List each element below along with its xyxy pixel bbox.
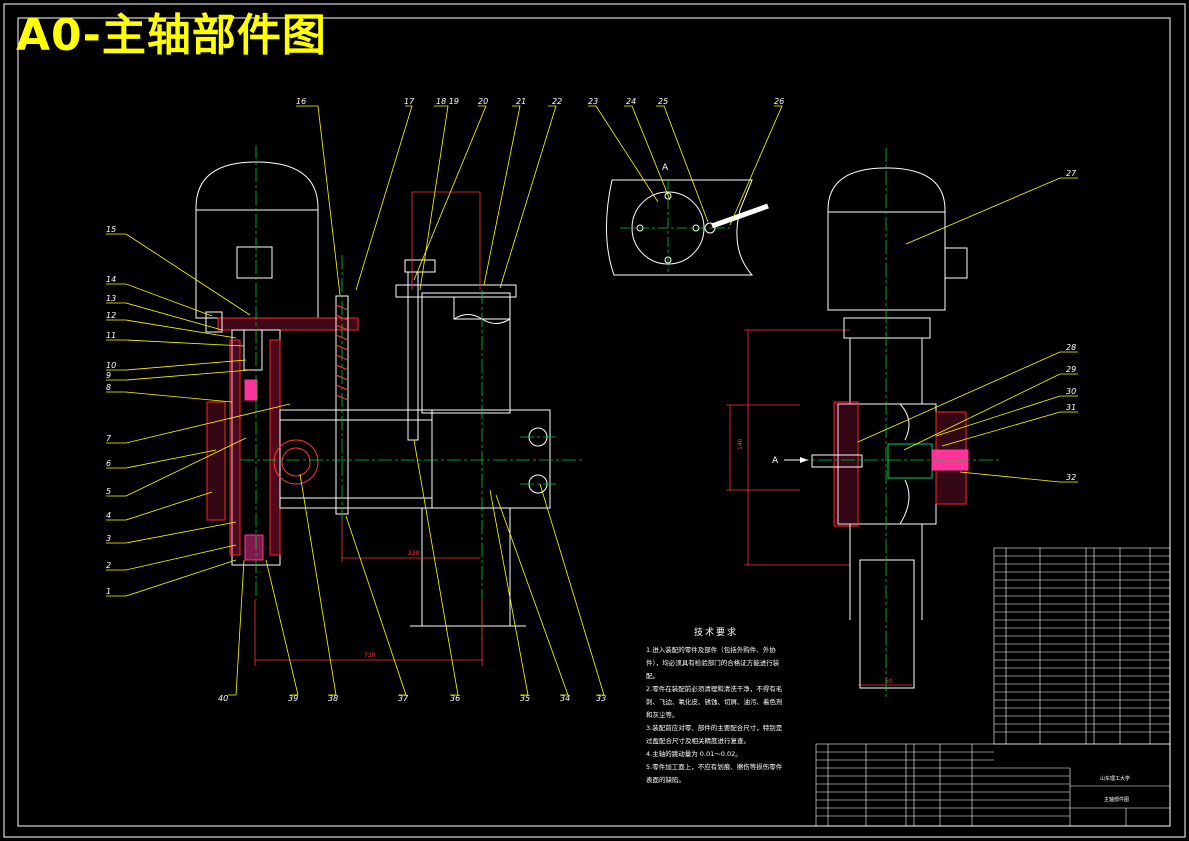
callout-35: 35 [520, 694, 530, 703]
svg-text:60: 60 [885, 678, 893, 685]
tech-req-line: 3.装配前应对零、部件的主要配合尺寸，特别是过盈配合尺寸及相关精度进行复查。 [646, 724, 783, 745]
technical-requirements: 技术要求 1.进入装配的零件及部件（包括外购件、外协件），均必须具有检验部门的合… [646, 625, 786, 787]
callout-11: 11 [106, 331, 116, 340]
callout-16: 16 [296, 97, 306, 106]
callout-32: 32 [1066, 473, 1076, 482]
callouts-top: 16 17 18 19 20 21 22 23 24 25 26 [296, 97, 784, 106]
callout-6: 6 [106, 459, 111, 468]
tech-req-line: 1.进入装配的零件及部件（包括外购件、外协件），均必须具有检验部门的合格证方能进… [646, 646, 780, 680]
title-block-drawing-name: 主轴部件图 [1104, 796, 1129, 803]
callout-34: 34 [560, 694, 570, 703]
outer-border [3, 3, 1186, 838]
callout-39: 39 [288, 694, 298, 703]
callout-38: 38 [328, 694, 338, 703]
callout-40: 40 [218, 694, 228, 703]
tech-req-line: 2.零件在装配前必须清理和清洗干净，不得有毛刺、飞边、氧化皮、锈蚀、切屑、油污、… [646, 685, 783, 719]
callouts-left: 15 14 13 12 11 10 9 8 7 6 5 4 3 2 1 [106, 225, 116, 596]
callout-3: 3 [106, 534, 111, 543]
front-section-view [195, 161, 551, 627]
arrow-a: A [772, 456, 808, 466]
view-a-label: A [662, 163, 669, 173]
callout-10: 10 [106, 361, 116, 370]
arrow-a-label: A [772, 456, 779, 466]
sheet-title: A0-主轴部件图 [16, 10, 327, 61]
callout-1: 1 [106, 587, 111, 596]
callout-28: 28 [1066, 343, 1076, 352]
column [421, 292, 511, 414]
callout-14: 14 [106, 275, 116, 284]
tech-req-line: 5.零件加工面上，不应有划痕、擦伤等损伤零件表面的缺陷。 [646, 763, 783, 784]
parts-list [815, 547, 1171, 827]
callout-31: 31 [1066, 403, 1076, 412]
callout-18-19: 18 19 [436, 97, 459, 106]
callout-15: 15 [106, 225, 116, 234]
tech-req-line: 4.主轴的跳动量为 0.01～0.02。 [646, 750, 742, 758]
callout-20: 20 [478, 97, 488, 106]
callout-9: 9 [106, 371, 111, 380]
callout-24: 24 [626, 97, 636, 106]
callout-2: 2 [106, 561, 111, 570]
callouts-bottom: 40 39 38 37 36 35 34 33 [218, 694, 606, 703]
top-plate [217, 317, 359, 331]
motor-terminal-box [236, 246, 273, 279]
callout-5: 5 [106, 487, 111, 496]
callout-13: 13 [106, 294, 116, 303]
callout-26: 26 [774, 97, 784, 106]
callout-23: 23 [588, 97, 598, 106]
callout-33: 33 [596, 694, 606, 703]
dimension-values: 720 220 140 60 [364, 438, 893, 685]
callout-27: 27 [1066, 169, 1077, 178]
gear-section [273, 439, 319, 485]
callout-36: 36 [450, 694, 460, 703]
callout-17: 17 [404, 97, 415, 106]
callout-37: 37 [398, 694, 409, 703]
callout-30: 30 [1066, 387, 1076, 396]
title-block-school: 山东理工大学 [1100, 775, 1130, 782]
callout-29: 29 [1066, 365, 1076, 374]
callout-7: 7 [106, 434, 112, 443]
callout-25: 25 [658, 97, 668, 106]
svg-text:220: 220 [408, 550, 420, 557]
centerlines-front [240, 145, 585, 640]
inner-border [17, 17, 1171, 827]
callouts-right: 27 28 29 30 31 32 [1066, 169, 1077, 482]
callout-8: 8 [106, 383, 111, 392]
callout-4: 4 [106, 511, 111, 520]
svg-text:720: 720 [364, 652, 376, 659]
svg-text:140: 140 [737, 438, 744, 450]
leader-lines [106, 105, 1078, 696]
tech-req-heading: 技术要求 [693, 628, 738, 638]
motor-body [195, 161, 319, 319]
callout-21: 21 [516, 97, 526, 106]
dimension-lines [254, 191, 912, 686]
callout-22: 22 [552, 97, 562, 106]
callout-12: 12 [106, 311, 116, 320]
